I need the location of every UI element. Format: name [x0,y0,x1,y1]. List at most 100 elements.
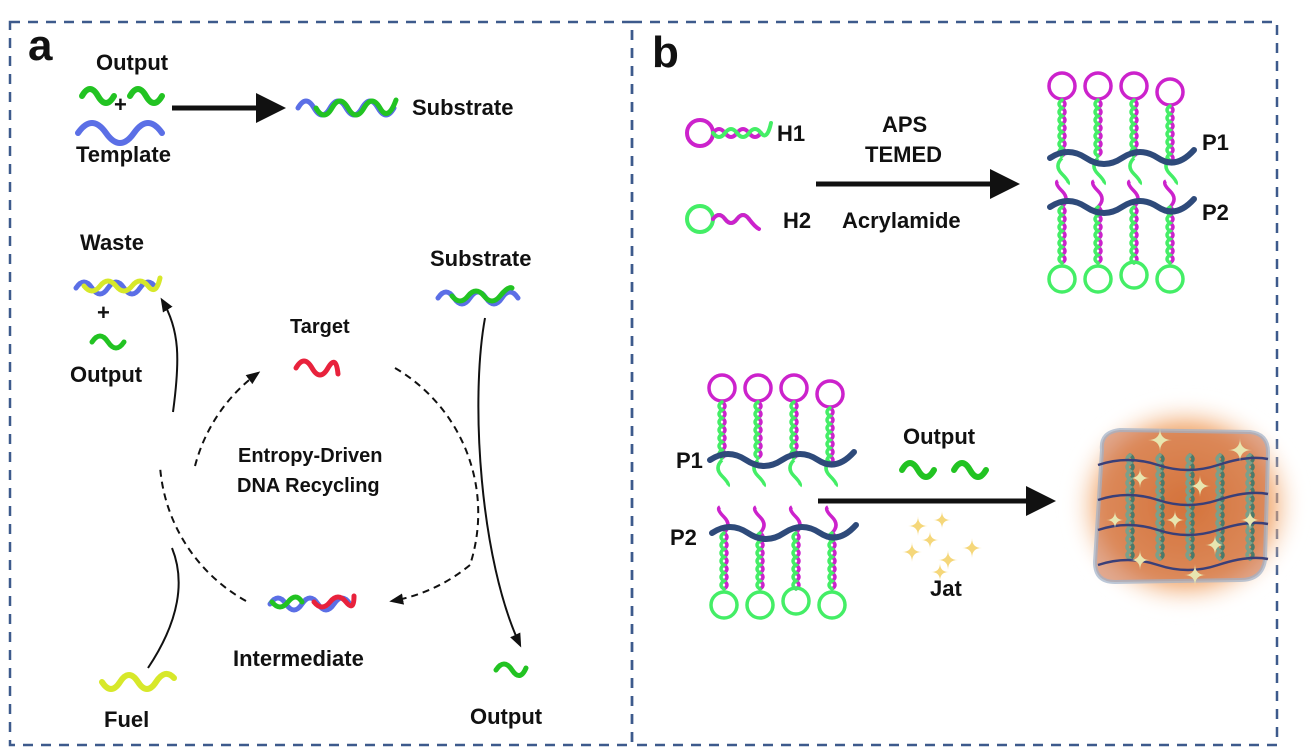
sticky-end [752,505,766,535]
hairpin-loop [817,590,847,620]
sticky-end [788,458,803,488]
polymer-backbone [709,522,859,542]
sticky-end [1162,179,1176,209]
panel-a-label: a [28,21,53,70]
helix-strand [1057,98,1066,158]
hairpin-loop [1119,71,1149,101]
helix-strand [1125,453,1134,561]
waste-output-strand-icon [89,333,127,351]
hairpin-loop [1119,260,1149,290]
reagent-acrylamide: Acrylamide [842,208,961,233]
helix-strand [719,531,728,591]
hairpin-loop [1155,264,1185,294]
waste-output-label: Output [70,362,143,387]
reagent-aps: APS [882,112,927,137]
target-label: Target [290,316,350,338]
polymer-backbone [707,449,857,469]
h1-label: H1 [777,121,805,146]
helix-strand [717,400,726,460]
helix-strand [789,400,798,460]
trigger-output-label: Output [903,424,976,449]
arrow-to-output [477,317,522,648]
reagent-temed: TEMED [865,142,942,167]
p2-label-bottom: P2 [670,525,697,550]
output-label-top: Output [96,50,169,75]
substrate-label-cycle: Substrate [430,246,531,271]
plus-sign-waste: + [97,300,110,325]
helix-strand [791,531,800,591]
hairpin-loop [1047,264,1077,294]
hairpin-loop [1083,71,1113,101]
template-strand-icon [75,120,165,146]
cycle-title-line1: Entropy-Driven [238,445,382,467]
waste-label: Waste [80,230,144,255]
fuel-strand-icon [99,670,177,692]
helix-strand [1129,98,1138,158]
hairpin-loop [709,590,739,620]
plus-sign-top: + [114,92,127,117]
dye-star [1130,468,1150,488]
recycling-cycle [159,367,480,605]
p2-polymer-bottom-icon [709,505,859,620]
target-strand-icon [293,358,341,378]
dye-star [908,516,928,536]
helix-strand [825,406,834,466]
helix-strand [753,400,762,460]
hairpin-loop [707,373,737,403]
waste-duplex-icon [73,275,163,297]
sticky-end [1090,179,1104,209]
hairpin-loop [1047,71,1077,101]
released-output-label: Output [470,704,543,729]
polymer-backbone [1047,147,1197,167]
intermediate-label: Intermediate [233,646,364,671]
dye-star [1184,564,1206,586]
arrow-to-waste [160,297,179,413]
p1-polymer-icon [1047,71,1197,186]
dye-star [1205,535,1225,555]
helix-strand [1155,453,1164,561]
template-label: Template [76,142,171,167]
dye-star [1189,475,1211,497]
p2-polymer-icon [1047,179,1197,294]
helix-strand [1165,104,1174,164]
hairpin-loop [1155,77,1185,107]
helix-strand [1093,98,1102,158]
jat-label: Jat [930,576,962,601]
gel-backbone [1097,521,1269,537]
helix-strand [1165,205,1174,265]
helix-strand [1185,453,1194,561]
helix-strand [827,531,836,591]
p1-label-bottom: P1 [676,448,703,473]
dye-star [902,542,922,562]
helix-strand [1245,453,1254,561]
helix-strand [1129,205,1138,265]
hairpin-loop [781,586,811,616]
helix-strand [1215,453,1224,561]
dye-star [938,550,958,570]
helix-strand [1057,205,1066,265]
dye-star [1148,428,1172,452]
substrate-duplex-icon [295,97,399,118]
gel-backbone [1097,491,1269,507]
panel-a-border [8,20,634,747]
dye-star [1130,550,1150,570]
trigger-output-strand-icon [899,460,989,480]
released-output-strand-icon [493,661,529,678]
p2-label-top: P2 [1202,200,1229,225]
hairpin-loop [1083,264,1113,294]
hairpin-loop [743,373,773,403]
output-strand-icon [79,86,165,106]
sticky-end [824,505,838,535]
substrate-duplex-cycle-icon [435,285,521,307]
sticky-end [1128,156,1143,186]
cycle-title-line2: DNA Recycling [237,475,380,497]
h1-hairpin-icon [685,118,773,148]
sticky-end [1056,156,1071,186]
panel-b-label: b [652,28,679,77]
p1-polymer-bottom-icon [707,373,857,488]
hairpin-loop [779,373,809,403]
dye-star [933,511,951,529]
hairpin-loop [745,590,775,620]
gel-backbone [1097,456,1269,472]
